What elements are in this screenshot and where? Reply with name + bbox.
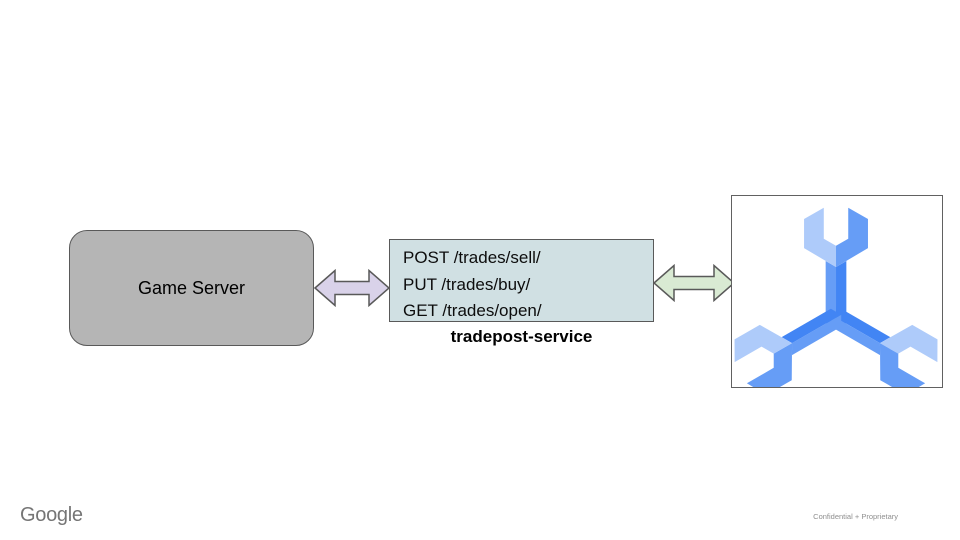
game-server-node: Game Server — [69, 230, 314, 346]
gke-arm-face — [792, 314, 842, 356]
gke-arm-face — [830, 314, 881, 356]
route-line: POST /trades/sell/ — [403, 248, 541, 267]
confidential-label: Confidential + Proprietary — [813, 512, 898, 521]
gke-arm-face — [836, 260, 847, 324]
gke-fork-face — [734, 324, 793, 363]
gke-fork-face — [836, 207, 868, 267]
service-routes-box: POST /trades/sell/ PUT /trades/buy/ GET … — [389, 239, 654, 322]
gke-arm-face — [781, 308, 842, 344]
gke-fork-face — [879, 324, 938, 363]
service-caption: tradepost-service — [450, 327, 593, 346]
google-logo: Google — [20, 504, 83, 526]
gke-icon-arm-right — [830, 308, 938, 387]
kubernetes-engine-icon — [734, 207, 938, 387]
game-server-label: Game Server — [137, 277, 246, 298]
gke-icon-arm-left — [734, 308, 842, 387]
gke-fork-face — [879, 343, 926, 387]
gke-icon-arm-up — [804, 207, 868, 324]
gke-fork-face — [746, 343, 793, 387]
gke-node — [731, 195, 943, 388]
gke-arm-face — [825, 260, 837, 324]
gke-arm-face — [830, 308, 891, 344]
double-arrow-left-shape — [314, 269, 390, 307]
double-arrow-icon-left — [314, 269, 390, 307]
double-arrow-right-shape — [653, 264, 735, 302]
route-line: GET /trades/open/ — [403, 301, 542, 320]
gke-fork-face — [804, 207, 837, 267]
route-line: PUT /trades/buy/ — [403, 274, 531, 294]
double-arrow-icon-right — [653, 264, 735, 302]
